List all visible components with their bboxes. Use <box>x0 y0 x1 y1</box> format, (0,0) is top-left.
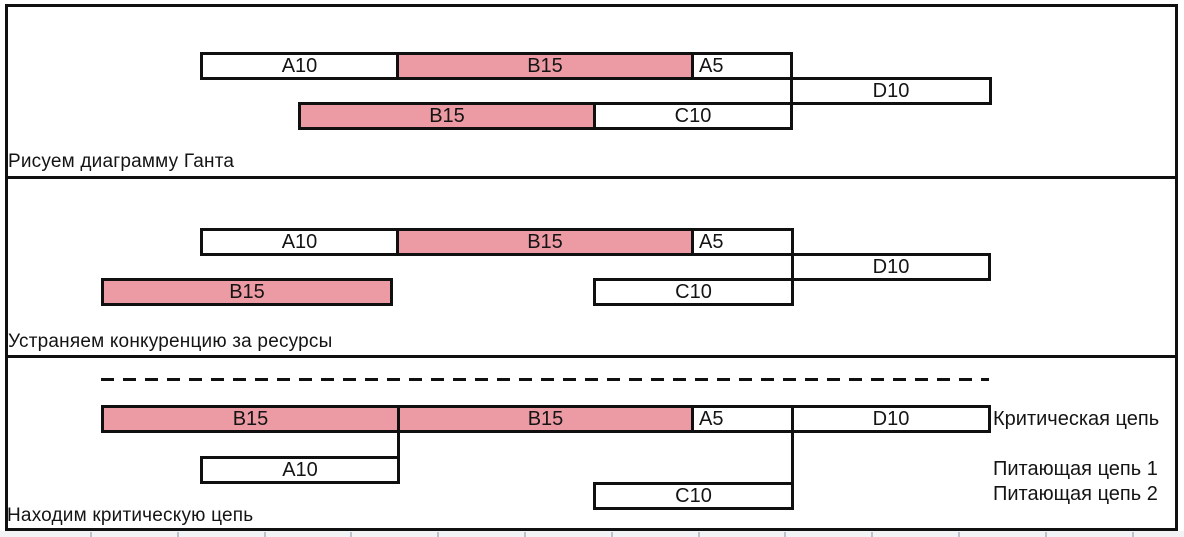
chain-label: Питающая цепь 2 <box>993 483 1158 505</box>
task-bar-b15: B15 <box>396 52 694 80</box>
task-bar-a10: A10 <box>200 456 400 484</box>
edge-tick <box>524 532 526 537</box>
edge-tick <box>784 532 786 537</box>
task-bar-label: A5 <box>699 231 724 253</box>
edge-tick <box>90 532 92 537</box>
task-bar-label: B15 <box>527 408 564 430</box>
task-bar-d10: D10 <box>791 405 991 433</box>
task-bar-label: D10 <box>872 408 910 430</box>
chain-connector-line <box>397 430 400 458</box>
task-bar-label: B15 <box>527 55 563 77</box>
task-bar-label: A10 <box>282 459 318 481</box>
edge-tick <box>437 532 439 537</box>
task-bar-b15: B15 <box>397 405 694 433</box>
edge-tick <box>611 532 613 537</box>
task-bar-label: C10 <box>675 485 712 507</box>
task-bar-label: C10 <box>674 105 712 127</box>
task-bar-a5: A5 <box>691 52 793 80</box>
panel-divider-2 <box>5 355 1178 358</box>
task-bar-label: A10 <box>281 231 318 253</box>
chain-label: Критическая цепь <box>993 408 1160 430</box>
outer-frame <box>5 4 1178 531</box>
panel-divider-1 <box>5 176 1178 179</box>
panel1-caption: Рисуем диаграмму Ганта <box>8 151 235 172</box>
task-bar-label: B15 <box>527 231 563 253</box>
task-bar-a5: A5 <box>691 405 794 433</box>
panel2-caption: Устраняем конкуренцию за ресурсы <box>8 331 333 352</box>
buffer-dashed-line <box>101 378 989 381</box>
task-bar-a10: A10 <box>200 228 399 256</box>
edge-tick <box>958 532 960 537</box>
chain-connector-line <box>791 430 794 484</box>
task-bar-label: C10 <box>675 281 712 303</box>
edge-tick <box>698 532 700 537</box>
bottom-edge-strip <box>0 531 1184 537</box>
task-bar-a5: A5 <box>691 228 794 256</box>
task-bar-d10: D10 <box>790 77 992 105</box>
task-bar-b15: B15 <box>101 278 393 306</box>
task-bar-label: A5 <box>699 408 724 430</box>
task-bar-c10: C10 <box>593 482 794 510</box>
chain-label: Питающая цепь 1 <box>993 458 1158 480</box>
task-bar-c10: C10 <box>593 278 794 306</box>
task-bar-b15: B15 <box>298 102 596 130</box>
panel3-caption: Находим критическую цепь <box>7 505 254 526</box>
task-bar-b15: B15 <box>101 405 400 433</box>
task-bar-label: D10 <box>872 256 910 278</box>
task-bar-b15: B15 <box>396 228 694 256</box>
task-bar-label: B15 <box>232 408 269 430</box>
task-bar-label: B15 <box>429 105 465 127</box>
edge-tick <box>177 532 179 537</box>
task-bar-label: A5 <box>699 55 724 77</box>
edge-tick <box>350 532 352 537</box>
task-bar-a10: A10 <box>200 52 399 80</box>
edge-tick <box>264 532 266 537</box>
task-bar-label: B15 <box>229 281 265 303</box>
edge-tick <box>1132 532 1134 537</box>
task-bar-label: A10 <box>281 55 318 77</box>
edge-tick <box>1045 532 1047 537</box>
task-bar-d10: D10 <box>791 253 991 281</box>
edge-tick <box>871 532 873 537</box>
task-bar-label: D10 <box>872 80 910 102</box>
task-bar-c10: C10 <box>593 102 793 130</box>
